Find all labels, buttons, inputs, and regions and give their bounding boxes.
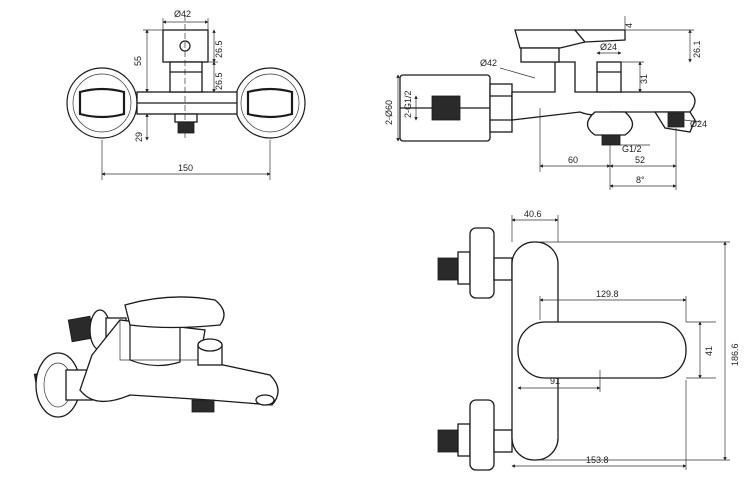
dim-side-g12-outlet: G1/2 bbox=[622, 144, 642, 154]
dim-side-d24-top: Ø24 bbox=[600, 42, 617, 52]
dim-top-41: 41 bbox=[704, 346, 714, 356]
dim-side-d24-right: Ø24 bbox=[690, 119, 707, 129]
lever-handle bbox=[514, 29, 587, 49]
dim-top-153-8: 153.8 bbox=[586, 455, 609, 465]
top-view-handle bbox=[517, 321, 687, 379]
dim-side-26-1: 26.1 bbox=[692, 40, 702, 58]
dim-side-g12-inlet: 2-G1/2 bbox=[403, 90, 413, 118]
dim-front-26-5-a: 26.5 bbox=[214, 40, 224, 58]
dim-side-d42: Ø42 bbox=[480, 58, 497, 68]
dim-side-d60: 2-Ø60 bbox=[384, 100, 394, 125]
dim-side-31: 31 bbox=[639, 74, 649, 84]
front-view: Ø42 55 26.5 26.5 29 150 bbox=[66, 9, 306, 180]
top-view: 40.6 129.8 41 91 186.6 153.8 bbox=[437, 209, 740, 471]
right-rosette bbox=[234, 67, 306, 139]
dim-front-29: 29 bbox=[134, 132, 144, 142]
perspective-lever bbox=[124, 296, 225, 329]
dim-side-angle: 8° bbox=[636, 175, 645, 185]
aerator bbox=[177, 121, 195, 134]
dim-side-60: 60 bbox=[568, 155, 578, 165]
dim-front-55: 55 bbox=[133, 56, 143, 66]
diverter-knob bbox=[596, 61, 622, 93]
side-view: 2-Ø60 2-G1/2 Ø42 Ø24 26.1 4 31 60 52 G1/… bbox=[384, 16, 707, 190]
dim-top-129-8: 129.8 bbox=[596, 289, 619, 299]
dim-front-150: 150 bbox=[178, 163, 193, 173]
dim-top-186-6: 186.6 bbox=[730, 343, 740, 366]
perspective-view bbox=[33, 296, 279, 418]
dim-front-cartridge-dia: Ø42 bbox=[174, 9, 191, 19]
dim-side-52: 52 bbox=[635, 155, 645, 165]
dim-top-91: 91 bbox=[550, 376, 560, 386]
dim-front-26-5-b: 26.5 bbox=[214, 72, 224, 90]
dim-top-40-6: 40.6 bbox=[524, 209, 542, 219]
left-rosette bbox=[66, 67, 138, 139]
inlet-thread bbox=[431, 95, 461, 121]
dim-side-4: 4 bbox=[624, 23, 634, 28]
cartridge-housing bbox=[162, 29, 209, 63]
spout-outlet bbox=[667, 112, 685, 128]
